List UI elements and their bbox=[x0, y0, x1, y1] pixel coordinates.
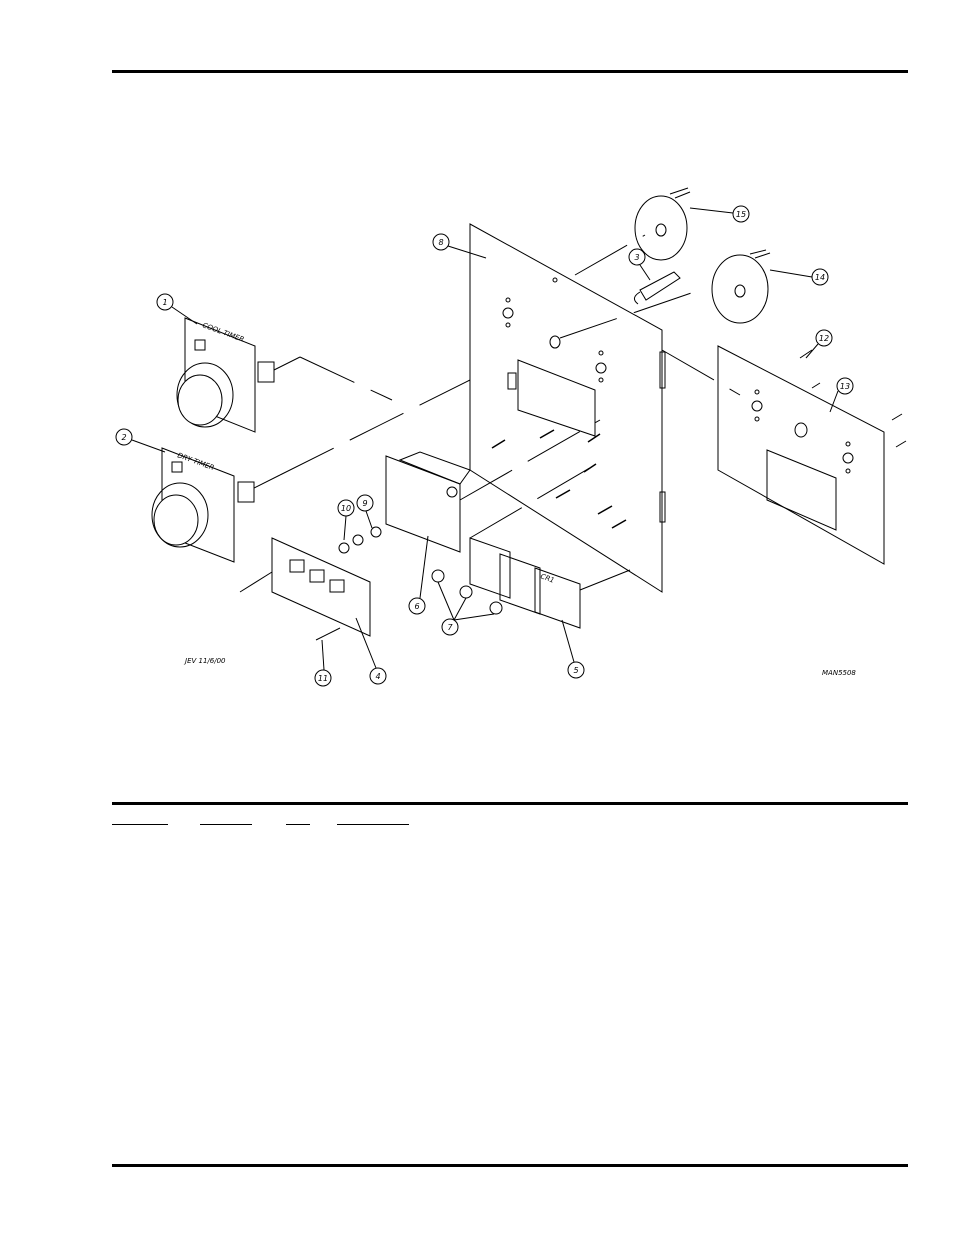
relay-block-part bbox=[385, 451, 471, 553]
drawing-number: MAN5508 bbox=[822, 669, 856, 677]
indicator-light-part bbox=[634, 271, 681, 305]
terminal-block-part bbox=[239, 537, 371, 641]
callout-15: 15 bbox=[736, 210, 746, 219]
callout-3: 3 bbox=[634, 253, 639, 262]
callout-12: 12 bbox=[819, 334, 829, 343]
alignment-lines bbox=[279, 234, 741, 591]
callout-6: 6 bbox=[414, 602, 419, 611]
callout-5: 5 bbox=[573, 666, 578, 675]
column-header-qty bbox=[286, 814, 310, 825]
callout-7: 7 bbox=[447, 623, 453, 632]
bottom-rule bbox=[112, 1164, 908, 1167]
callout-11: 11 bbox=[318, 674, 328, 683]
knob-part bbox=[711, 249, 771, 324]
column-header-model bbox=[200, 814, 252, 825]
front-plate-part bbox=[717, 345, 885, 565]
top-rule bbox=[112, 70, 908, 73]
callout-13: 13 bbox=[840, 382, 850, 391]
callout-4: 4 bbox=[375, 672, 380, 681]
screws-part bbox=[799, 349, 907, 448]
callout-14: 14 bbox=[815, 273, 825, 282]
cool-timer-label: COOL TIMER bbox=[201, 321, 245, 344]
nuts-part bbox=[338, 526, 382, 554]
column-header-part-number bbox=[112, 814, 168, 825]
callout-10: 10 bbox=[341, 504, 351, 513]
column-header-description bbox=[337, 814, 409, 825]
drawing-date: JEV 11/6/00 bbox=[183, 657, 226, 665]
callout-8: 8 bbox=[438, 238, 443, 247]
dry-timer-part bbox=[151, 447, 281, 563]
table-top-rule bbox=[112, 802, 908, 805]
callout-markers bbox=[115, 205, 854, 687]
relays-part bbox=[469, 537, 581, 629]
knob-part bbox=[634, 187, 691, 261]
callout-2: 2 bbox=[121, 433, 126, 442]
callout-9: 9 bbox=[362, 499, 367, 508]
control-panel-part bbox=[469, 223, 666, 593]
callout-1: 1 bbox=[162, 298, 167, 307]
cool-timer-part bbox=[176, 317, 301, 433]
